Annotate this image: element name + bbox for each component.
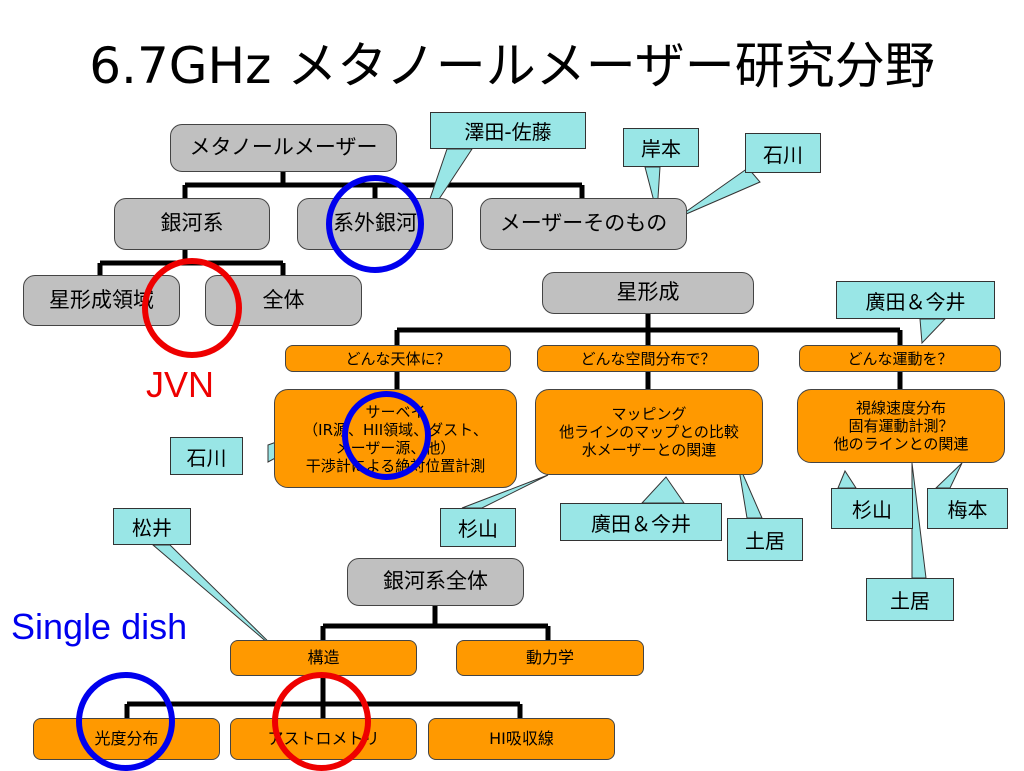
jvn-label: JVN xyxy=(146,364,215,405)
velocity-node: 視線速度分布 固有運動計測？ 他のラインとの関連 xyxy=(797,389,1005,463)
mapping-line-2: 他ラインのマップとの比較 xyxy=(559,423,739,441)
dynamics-label: 動力学 xyxy=(525,648,574,668)
which-object-label: どんな天体に？ xyxy=(345,349,451,368)
callout-doi-right: 土居 xyxy=(866,578,954,621)
mapping-node: マッピング 他ラインのマップとの比較 水メーザーとの関連 xyxy=(535,389,763,475)
mapping-line-3: 水メーザーとの関連 xyxy=(581,441,717,459)
callout-doi-center: 土居 xyxy=(727,518,803,561)
tree2-connectors xyxy=(394,314,903,389)
mapping-line-1: マッピング xyxy=(611,405,687,423)
galactic-node: 銀河系 xyxy=(114,198,270,250)
which-object-node: どんな天体に？ xyxy=(285,345,511,372)
star-forming-region-label: 星形成領域 xyxy=(49,287,154,312)
whole-galaxy-label: 全体 xyxy=(262,287,305,312)
maser-itself-label: メーザーそのもの xyxy=(499,211,668,236)
callout-matsui: 松井 xyxy=(113,508,191,545)
callout-kishimoto: 岸本 xyxy=(623,128,699,167)
galactic-label: 銀河系 xyxy=(160,211,224,236)
blue-ring-luminosity xyxy=(76,672,175,771)
spatial-distribution-node: どんな空間分布で？ xyxy=(537,345,759,372)
page-title: 6.7GHz メタノールメーザー研究分野 xyxy=(89,37,935,95)
callout-sawada-sato: 澤田-佐藤 xyxy=(430,112,586,149)
callout-umemoto: 梅本 xyxy=(927,488,1008,529)
motion-label: どんな運動を？ xyxy=(847,349,953,368)
motion-node: どんな運動を？ xyxy=(799,345,1001,372)
velocity-line-2: 固有運動計測？ xyxy=(848,417,954,435)
callout-ishikawa-top: 石川 xyxy=(745,133,821,173)
red-ring-astrometry xyxy=(272,672,371,771)
methanol-maser-label: メタノールメーザー xyxy=(189,135,378,160)
velocity-line-1: 視線速度分布 xyxy=(855,399,946,417)
callout-ishikawa-left: 石川 xyxy=(170,437,243,475)
dynamics-node: 動力学 xyxy=(456,640,644,676)
callout-hirota-imai-center: 廣田＆今井 xyxy=(560,503,722,541)
red-ring-star-forming-region xyxy=(142,258,242,358)
structure-label: 構造 xyxy=(307,648,340,668)
whole-galaxy-root-node: 銀河系全体 xyxy=(347,558,524,606)
star-formation-node: 星形成 xyxy=(542,272,754,314)
blue-ring-extragalactic xyxy=(326,175,424,273)
velocity-line-3: 他のラインとの関連 xyxy=(833,435,969,453)
hi-absorption-node: HI吸収線 xyxy=(428,718,615,760)
structure-node: 構造 xyxy=(230,640,417,676)
spatial-distribution-label: どんな空間分布で？ xyxy=(580,349,716,368)
whole-galaxy-root-label: 銀河系全体 xyxy=(383,569,488,594)
single-dish-label: Single dish xyxy=(11,606,188,647)
callout-sugiyama-right: 杉山 xyxy=(831,488,913,529)
callout-sugiyama-center: 杉山 xyxy=(440,508,516,547)
star-formation-label: 星形成 xyxy=(616,280,680,305)
maser-itself-node: メーザーそのもの xyxy=(480,198,687,250)
blue-ring-survey xyxy=(342,391,431,480)
methanol-maser-node: メタノールメーザー xyxy=(170,124,397,172)
callout-hirota-imai-top: 廣田＆今井 xyxy=(836,281,995,319)
hi-absorption-label: HI吸収線 xyxy=(489,729,554,749)
